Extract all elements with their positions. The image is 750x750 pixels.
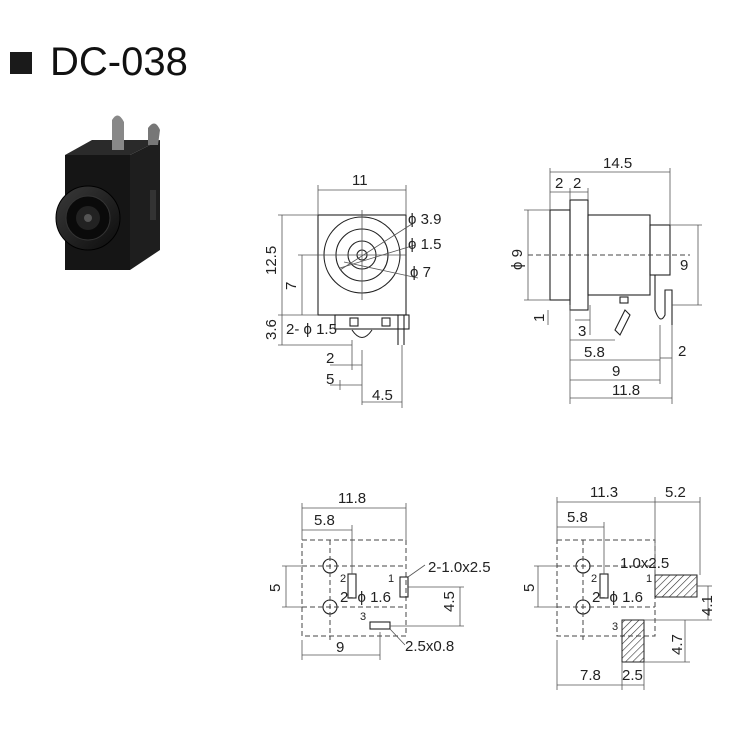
pcb-left-pin1-label: 1 — [388, 573, 394, 585]
front-pin-spacing-3-label: 4.5 — [372, 387, 393, 404]
pcb-left-vertical-label: 5 — [267, 584, 284, 592]
front-hole-dia-3-label: ϕ 7 — [410, 264, 431, 281]
pcb-left-pin-distance-label: 4.5 — [441, 591, 458, 612]
side-flange-1-label: 2 — [555, 175, 563, 192]
side-height-label: 9 — [680, 257, 688, 274]
front-width-label: 11 — [352, 172, 368, 189]
product-photo — [55, 115, 160, 270]
pcb-layout-left — [282, 503, 464, 660]
pcb-right-tab-height-label: 4.1 — [699, 595, 716, 616]
front-hole-dia-1-label: ϕ 3.9 — [408, 211, 441, 228]
side-bottom-offset-label: 1 — [531, 314, 548, 322]
front-hole-dia-2-label: ϕ 1.5 — [408, 236, 441, 253]
pcb-left-pin2-label: 2 — [340, 573, 346, 585]
pcb-left-bottom-slot-label: 2.5x0.8 — [405, 638, 454, 655]
page-title: DC-038 — [50, 40, 188, 84]
front-pin-spacing-2-label: 5 — [326, 371, 334, 388]
pcb-left-offset-label: 5.8 — [314, 512, 335, 529]
pcb-right-bottom-1-label: 7.8 — [580, 667, 601, 684]
side-view — [524, 168, 702, 404]
side-barrel-dia-label: ϕ 9 — [509, 249, 526, 270]
pcb-right-hole-label: 2- ϕ 1.6 — [592, 589, 643, 606]
front-pin-dia-label: 2- ϕ 1.5 — [286, 321, 337, 338]
pcb-right-width-label: 11.3 — [590, 484, 618, 501]
pcb-left-bottom-width-label: 9 — [336, 639, 344, 656]
front-height-label: 12.5 — [263, 246, 280, 275]
front-pin-spacing-1-label: 2 — [326, 350, 334, 367]
side-length-label: 14.5 — [603, 155, 632, 172]
side-pin-5-label: 2 — [678, 343, 686, 360]
side-pin-4-label: 11.8 — [612, 382, 640, 399]
pcb-right-slot-label: 1.0x2.5 — [620, 555, 669, 572]
pcb-right-offset-label: 5.8 — [567, 509, 588, 526]
front-pin-offset-label: 3.6 — [263, 319, 280, 340]
pcb-left-pin3-label: 3 — [360, 611, 366, 623]
pcb-right-pin1-label: 1 — [646, 573, 652, 585]
pcb-layout-right — [534, 497, 712, 690]
title-bullet — [10, 51, 32, 74]
pcb-right-vertical-label: 5 — [521, 584, 538, 592]
pcb-right-tab-height-2-label: 4.7 — [669, 634, 686, 655]
side-pin-2-label: 5.8 — [584, 344, 605, 361]
side-flange-2-label: 2 — [573, 175, 581, 192]
side-pin-3-label: 9 — [612, 363, 620, 380]
front-view — [278, 185, 419, 408]
title-bar: DC-038 — [10, 40, 188, 85]
pcb-right-tab-width-label: 5.2 — [665, 484, 686, 501]
pcb-right-pin3-label: 3 — [612, 621, 618, 633]
side-pin-1-label: 3 — [578, 323, 586, 340]
pcb-left-width-label: 11.8 — [338, 490, 366, 507]
front-center-label: 7 — [283, 282, 300, 290]
pcb-right-pin2-label: 2 — [591, 573, 597, 585]
pcb-left-hole-label: 2- ϕ 1.6 — [340, 589, 391, 606]
pcb-right-bottom-2-label: 2.5 — [622, 667, 643, 684]
pcb-left-slot-label: 2-1.0x2.5 — [428, 559, 491, 576]
